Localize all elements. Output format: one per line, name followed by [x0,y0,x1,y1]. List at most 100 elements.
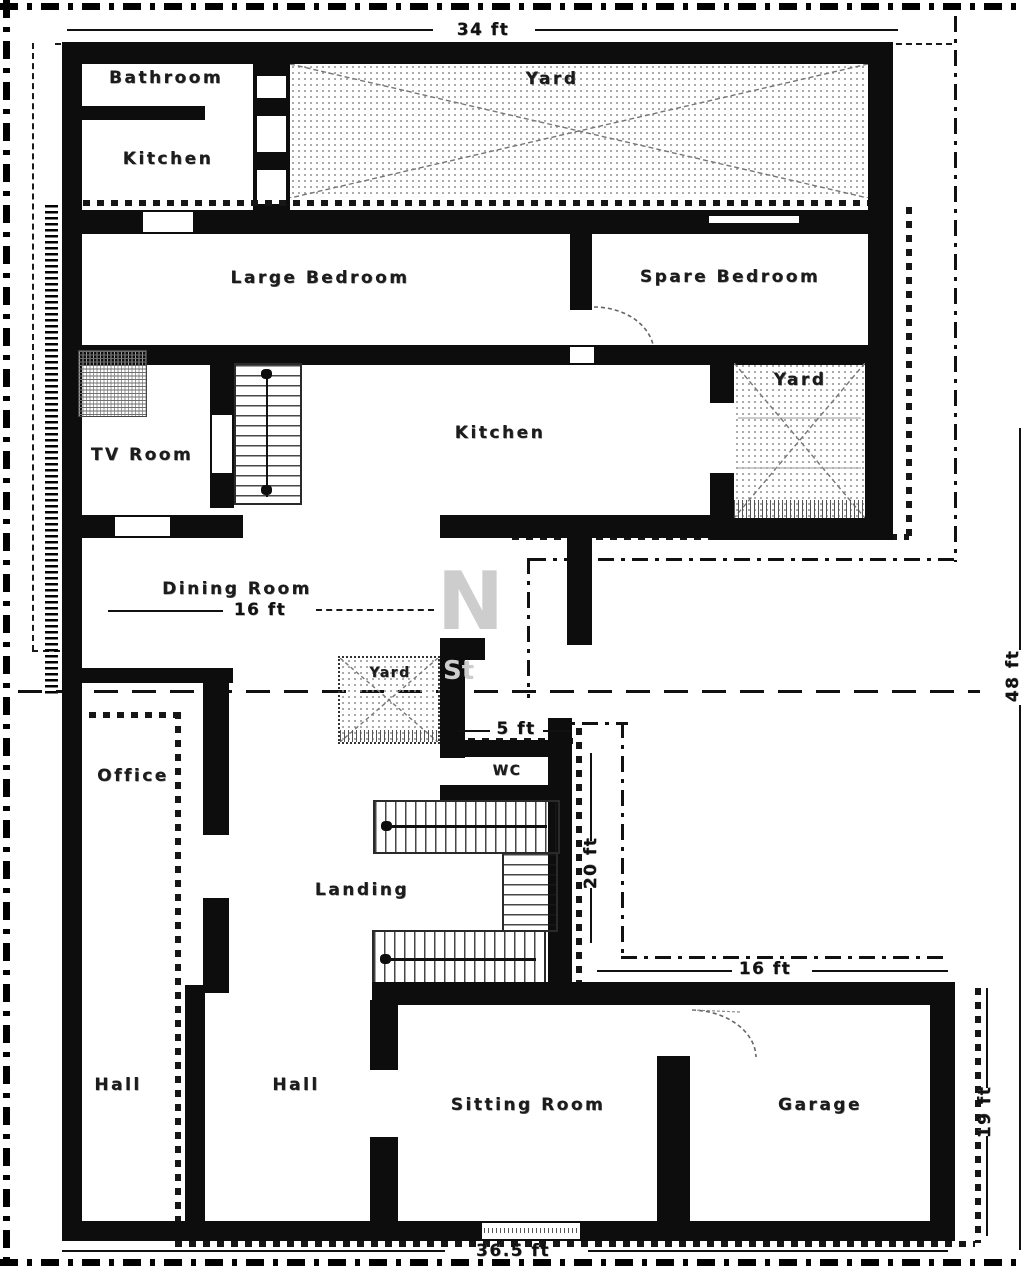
yard-right-area [734,363,865,518]
wall [82,106,205,120]
fence-dotted [175,712,181,1244]
wall [185,985,205,1223]
wall [570,232,592,310]
boundary-line [32,43,34,651]
room-label-large-bedroom: Large Bedroom [230,268,410,288]
dimension-line [458,730,490,732]
dimension-wc-width: 5 ft [496,719,536,739]
staircase-half-landing [502,852,558,932]
watermark-letter: N [437,555,504,648]
wall [372,982,955,1005]
room-label-garage: Garage [778,1095,862,1115]
dimension-line [1019,705,1021,1250]
dimension-line [986,1136,988,1236]
dimension-line [1019,428,1021,650]
room-label-office: Office [97,766,169,786]
room-label-spare-bedroom: Spare Bedroom [639,267,821,287]
staircase-upper-flight [373,800,560,854]
boundary-line [530,558,955,561]
boundary-line [527,558,530,698]
dimension-line [543,730,571,732]
yard-right-label: Yard [773,370,827,390]
door-threshold [212,415,232,473]
boundary-line [18,690,980,693]
wall [203,898,229,993]
wall [203,668,229,835]
dimension-line [108,610,223,612]
wall [62,212,82,1240]
builtin-unit [78,350,147,417]
watermark-text: St [443,656,475,686]
wall [710,352,734,403]
yard-top-label: Yard [525,69,579,89]
staircase-kitchen [234,363,302,505]
wall [62,42,82,212]
yard-cross-marks [290,64,868,198]
yard-top-area [290,64,868,198]
boundary-dotted [576,728,582,988]
dimension-dining-width: 16 ft [233,600,287,620]
door-threshold [257,116,286,152]
wall [865,352,893,540]
door-arc-garage [691,1009,757,1058]
dimension-court-width: 16 ft [738,959,792,979]
door-threshold [257,76,286,98]
wall [62,42,893,64]
boundary-line [621,956,946,959]
room-label-kitchen-top: Kitchen [122,149,214,169]
wall [465,740,550,757]
boundary-dotted [906,207,912,537]
boundary-line [548,722,628,725]
dimension-line [812,970,948,972]
door-threshold [709,216,799,223]
boundary-dotted [175,1241,975,1247]
room-label-wc: WC [492,763,522,779]
dimension-right-height: 48 ft [1003,649,1023,703]
property-line-outer-bottom [0,1259,1024,1266]
property-line-outer-left [3,0,10,1267]
boundary-line [621,722,624,960]
door-threshold [115,517,170,536]
room-label-sitting-room: Sitting Room [450,1095,606,1115]
boundary-line [954,16,957,562]
room-label-landing: Landing [314,880,410,900]
wall [370,1137,398,1237]
room-label-kitchen-main: Kitchen [454,423,546,443]
room-label-dining: Dining Room [162,579,312,599]
wall [657,1056,690,1238]
dimension-garage-height: 19 ft [975,1085,995,1139]
dimension-line [67,29,433,31]
wall [930,982,955,1240]
door-threshold [570,347,594,363]
dimension-line [588,1250,948,1252]
dimension-line [316,609,434,611]
dimension-bottom-width: 36.5 ft [476,1241,550,1261]
door-arc-spare-bedroom [593,306,655,354]
wall [77,668,233,683]
dimension-court-height: 20 ft [581,836,601,890]
room-label-hall-left: Hall [94,1075,142,1095]
wall [710,518,893,540]
dimension-line [986,988,988,1088]
wall [370,1000,398,1070]
room-label-bathroom: Bathroom [108,68,224,88]
dimension-top-width: 34 ft [456,20,510,40]
dimension-line [590,888,592,943]
wall [440,638,465,758]
dimension-line [597,970,732,972]
dimension-line [590,753,592,841]
wall [567,515,592,645]
room-label-tv-room: TV Room [90,445,194,465]
room-label-hall-right: Hall [272,1075,320,1095]
yard-dotted-edge [83,200,868,206]
wall [868,42,893,352]
dimension-line [62,1250,445,1252]
yard-center-label: Yard [369,665,411,681]
door-threshold [143,212,193,232]
wall [62,345,893,365]
wall [440,785,550,802]
staircase-lower-flight [372,930,546,990]
dimension-line [535,29,898,31]
boundary-dotted [75,712,183,718]
